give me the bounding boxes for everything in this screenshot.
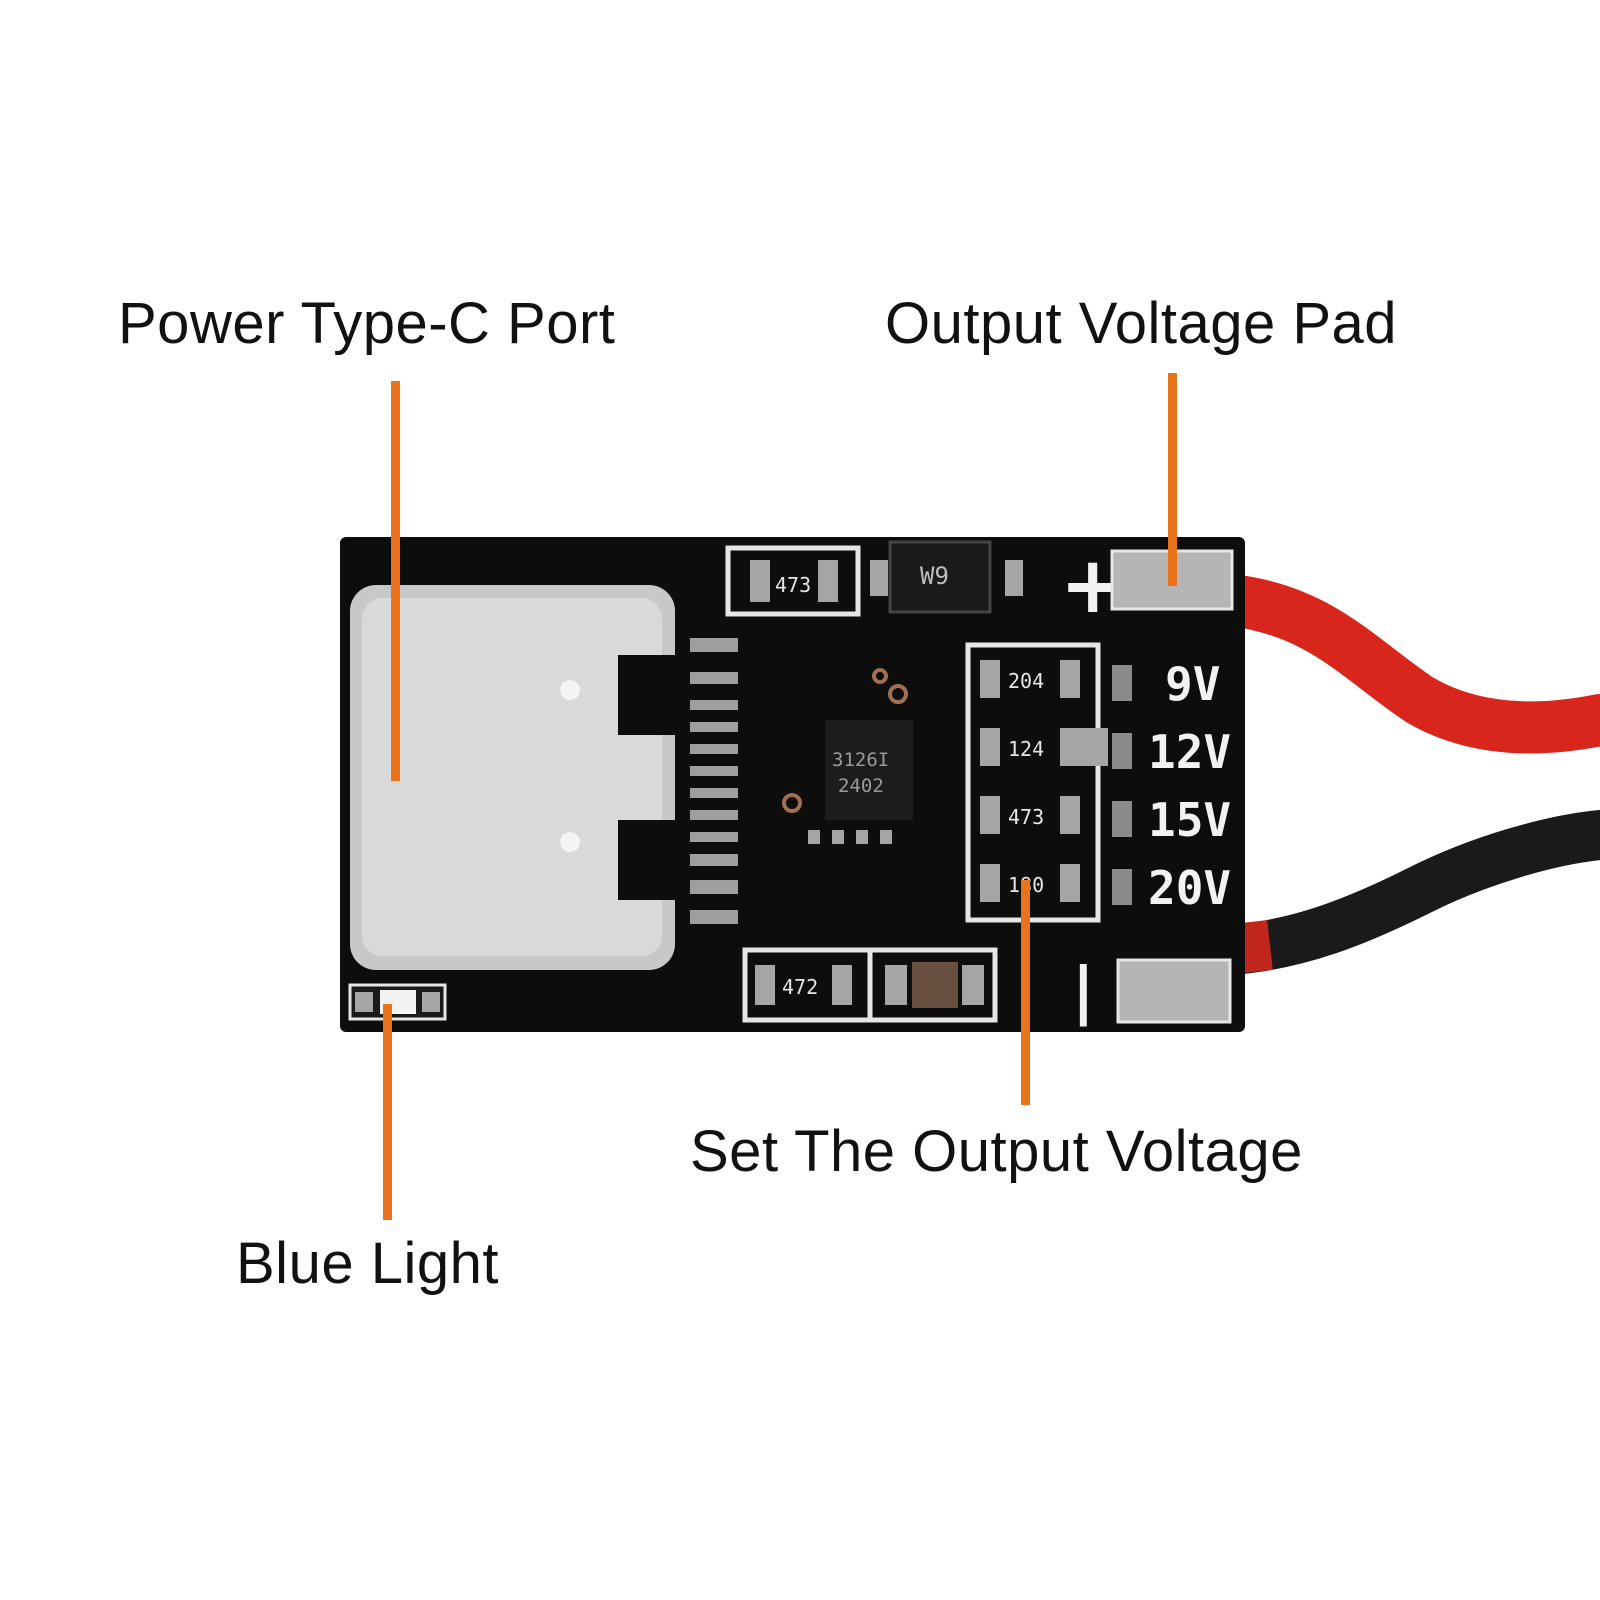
voltage-resistors xyxy=(980,660,1132,905)
black-wire xyxy=(1205,810,1600,975)
red-wire xyxy=(1204,574,1600,754)
connector-pins xyxy=(690,638,738,924)
voltage-select-area xyxy=(965,642,1101,923)
diode-code: W9 xyxy=(920,562,949,590)
voltage-label-9v: 9V xyxy=(1165,657,1220,711)
leader-line-pad xyxy=(1168,373,1177,586)
voltage-label-20v: 20V xyxy=(1148,861,1231,915)
resistor-12v-code: 124 xyxy=(1008,737,1044,761)
leader-line-blue-light xyxy=(383,1004,392,1220)
leader-line-set-voltage xyxy=(1021,880,1030,1105)
controller-chip xyxy=(825,720,913,820)
label-output-voltage-pad: Output Voltage Pad xyxy=(885,291,1398,356)
label-blue-light: Blue Light xyxy=(236,1231,499,1296)
label-power-type-c-port: Power Type-C Port xyxy=(118,291,616,356)
resistor-bottom-code: 472 xyxy=(782,975,818,999)
diode xyxy=(888,540,992,614)
output-pad-negative xyxy=(1116,958,1232,1024)
voltage-label-15v: 15V xyxy=(1148,793,1231,847)
chip-line-1: 3126I xyxy=(832,749,889,771)
leader-line-port xyxy=(391,381,400,781)
minus-marking: | xyxy=(1072,954,1095,1028)
chip-line-2: 2402 xyxy=(838,775,884,797)
label-set-output-voltage: Set The Output Voltage xyxy=(690,1119,1303,1184)
resistor-9v-code: 204 xyxy=(1008,669,1044,693)
voltage-label-12v: 12V xyxy=(1148,725,1231,779)
resistor-15v-code: 473 xyxy=(1008,805,1044,829)
resistor-top-code: 473 xyxy=(775,573,811,597)
